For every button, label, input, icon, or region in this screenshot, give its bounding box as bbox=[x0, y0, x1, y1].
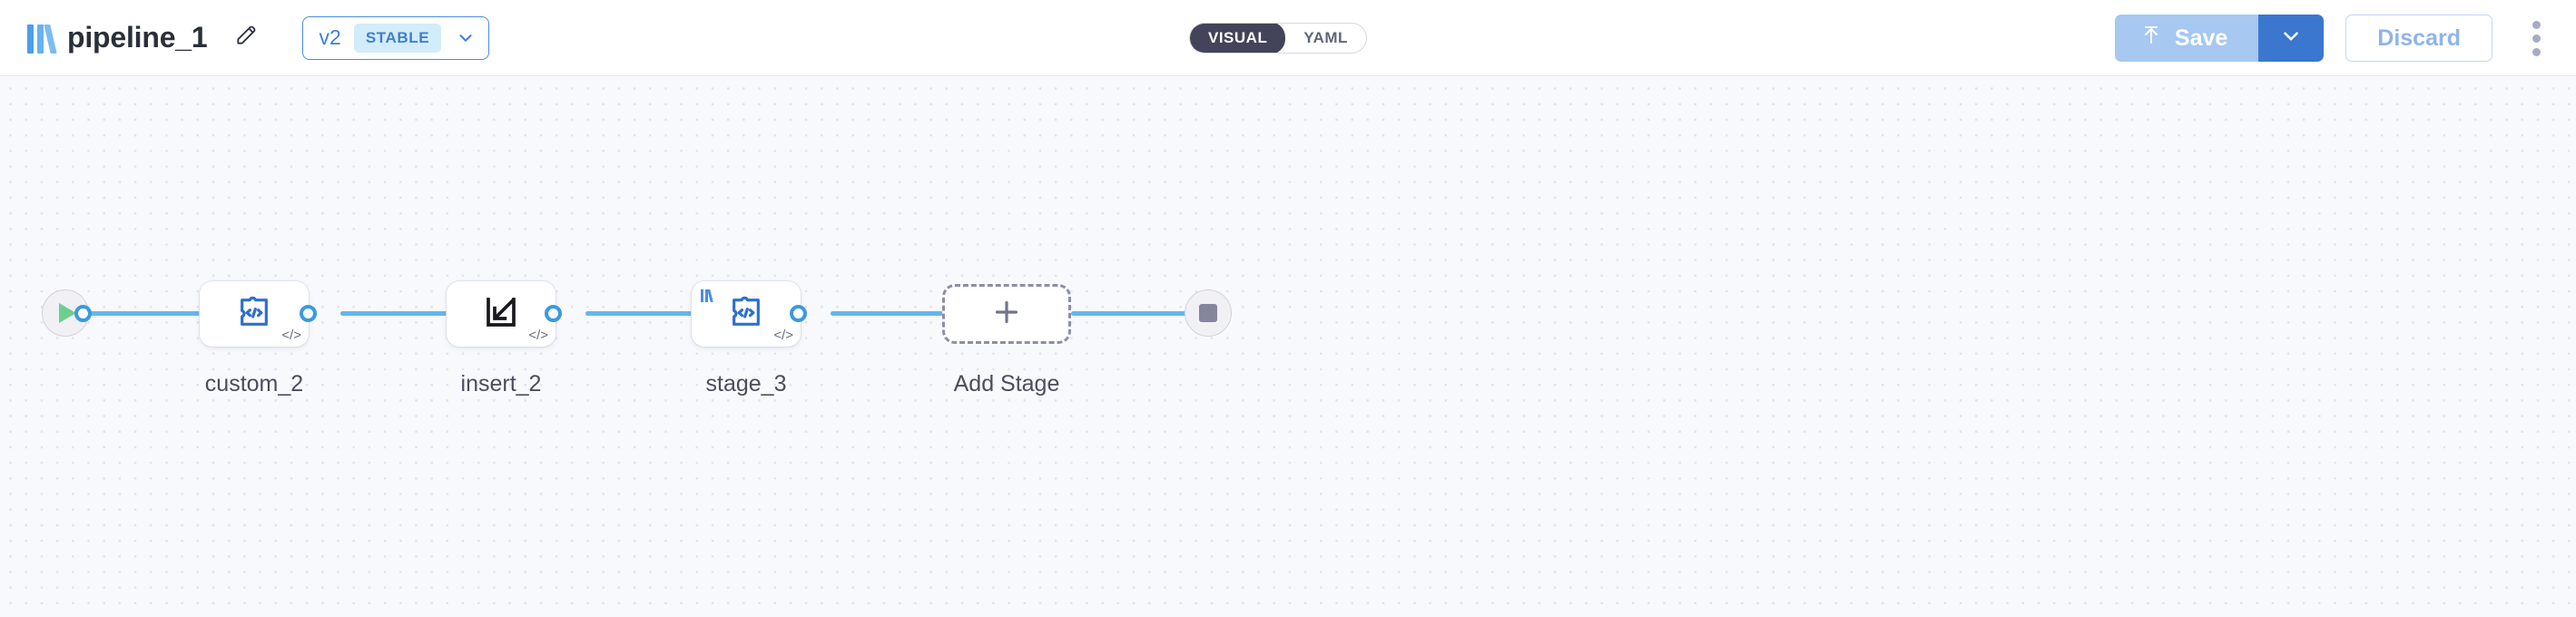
stage-label-stage-3: stage_3 bbox=[705, 371, 787, 397]
more-vertical-icon[interactable] bbox=[2516, 16, 2556, 60]
play-icon bbox=[59, 303, 76, 323]
stage-node-custom-2[interactable]: </> bbox=[200, 281, 309, 347]
save-button[interactable]: Save bbox=[2114, 15, 2259, 62]
edge-stage3-to-addstage[interactable] bbox=[831, 311, 949, 316]
version-status-badge: STABLE bbox=[353, 23, 442, 53]
header-actions-group: Save Discard bbox=[2114, 0, 2556, 76]
app-header: pipeline_1 v2 STABLE VISUAL YAML bbox=[0, 0, 2576, 76]
pencil-icon bbox=[234, 24, 258, 52]
edge-insert2-to-stage3[interactable] bbox=[585, 311, 717, 316]
code-badge: </> bbox=[773, 328, 793, 343]
add-stage-label: Add Stage bbox=[953, 371, 1060, 397]
edge-addstage-to-end[interactable] bbox=[1071, 311, 1203, 316]
code-badge: </> bbox=[528, 328, 548, 343]
chevron-down-icon bbox=[2279, 24, 2303, 53]
upload-arrow-icon bbox=[2140, 24, 2162, 53]
tab-yaml[interactable]: YAML bbox=[1303, 29, 1348, 46]
pipeline-canvas[interactable]: </> custom_2 </> insert_2 bbox=[0, 76, 2576, 617]
stage-label-insert-2: insert_2 bbox=[460, 371, 542, 397]
view-mode-toggle[interactable]: VISUAL YAML bbox=[1189, 23, 1367, 54]
handle-start-out[interactable] bbox=[74, 305, 92, 322]
version-selector[interactable]: v2 STABLE bbox=[301, 15, 490, 60]
custom-code-puzzle-icon bbox=[236, 294, 272, 335]
page-title: pipeline_1 bbox=[67, 21, 208, 54]
edge-start-to-custom2[interactable] bbox=[86, 311, 231, 316]
version-label: v2 bbox=[319, 25, 341, 49]
pipeline-logo-badge-icon bbox=[701, 289, 713, 302]
handle-insert2-out[interactable] bbox=[545, 305, 562, 322]
code-badge: </> bbox=[281, 328, 301, 343]
discard-button[interactable]: Discard bbox=[2345, 15, 2492, 62]
handle-custom2-out[interactable] bbox=[300, 305, 317, 322]
stage-node-stage-3[interactable]: </> bbox=[692, 281, 801, 347]
chevron-down-icon bbox=[456, 28, 476, 48]
stage-node-insert-2[interactable]: </> bbox=[447, 281, 556, 347]
handle-stage3-out[interactable] bbox=[790, 305, 807, 322]
edge-custom2-to-insert2[interactable] bbox=[340, 311, 477, 316]
custom-code-puzzle-icon bbox=[728, 294, 764, 335]
save-button-label: Save bbox=[2174, 24, 2228, 51]
stop-square-icon bbox=[1199, 304, 1217, 322]
stage-label-custom-2: custom_2 bbox=[204, 371, 304, 397]
save-button-group: Save bbox=[2114, 15, 2325, 62]
plus-icon bbox=[990, 296, 1023, 333]
tab-visual[interactable]: VISUAL bbox=[1190, 24, 1286, 53]
save-dropdown-button[interactable] bbox=[2258, 15, 2325, 62]
discard-button-label: Discard bbox=[2377, 24, 2461, 51]
add-stage-button[interactable] bbox=[942, 284, 1071, 344]
pipeline-logo-icon bbox=[27, 23, 57, 54]
header-left-group: pipeline_1 v2 STABLE bbox=[0, 15, 490, 60]
pipeline-end-node[interactable] bbox=[1185, 289, 1232, 337]
edit-name-button[interactable] bbox=[228, 20, 264, 56]
insert-into-square-icon bbox=[482, 293, 520, 336]
